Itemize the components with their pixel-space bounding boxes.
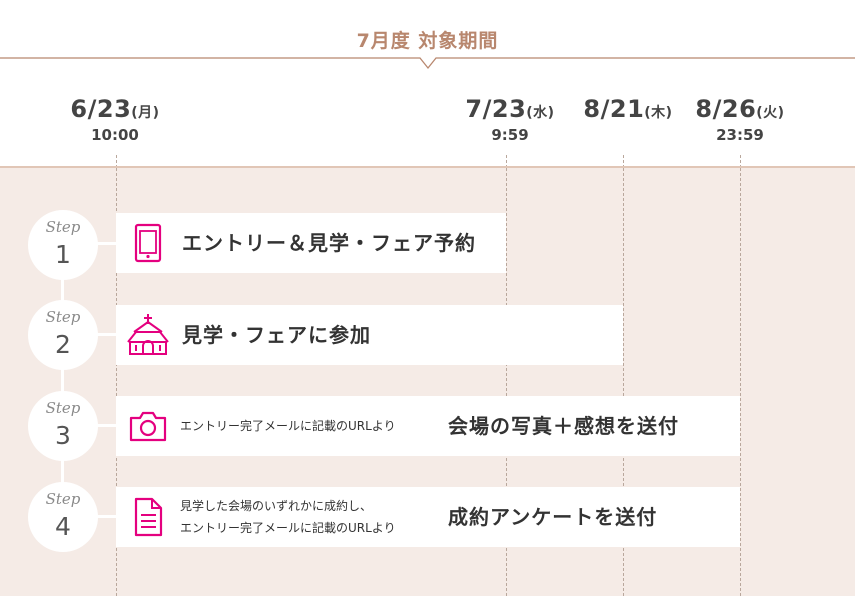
step3-word: Step xyxy=(45,399,81,417)
step4-number: 4 xyxy=(55,512,71,541)
date-step1-end-day: 7/23 xyxy=(465,95,527,123)
document-icon xyxy=(128,497,168,537)
date-step1-end: 7/23(水) 9:59 xyxy=(450,95,570,144)
step4-note-line1: 見学した会場のいずれかに成約し、 xyxy=(180,499,373,513)
date-final-end-day: 8/26 xyxy=(695,95,757,123)
period-bracket-line xyxy=(0,57,855,70)
camera-icon xyxy=(128,406,168,446)
step3-bar: エントリー完了メールに記載のURLより 会場の写真＋感想を送付 xyxy=(116,396,740,456)
step3-label: 会場の写真＋感想を送付 xyxy=(448,414,679,438)
step1-badge: Step 1 xyxy=(28,210,98,280)
header-divider xyxy=(0,166,855,168)
step3-note-line: エントリー完了メールに記載のURLより xyxy=(180,419,396,433)
step3-number: 3 xyxy=(55,421,71,450)
chapel-icon xyxy=(127,314,169,355)
step2-word: Step xyxy=(45,308,81,326)
timeline-start-line xyxy=(116,168,117,596)
step2-bar: 見学・フェアに参加 xyxy=(116,305,623,365)
step4-label: 成約アンケートを送付 xyxy=(448,505,658,529)
date-start-weekday: (月) xyxy=(131,105,160,121)
step1-number: 1 xyxy=(55,240,71,269)
date-step2-end-day: 8/21 xyxy=(583,95,645,123)
step4-note: 見学した会場のいずれかに成約し、 エントリー完了メールに記載のURLより xyxy=(180,495,396,539)
date-start-day: 6/23 xyxy=(70,95,132,123)
step1-bar: エントリー＆見学・フェア予約 xyxy=(116,213,506,273)
step4-word: Step xyxy=(45,490,81,508)
date-final-end-weekday: (火) xyxy=(756,105,785,121)
step4-bar: 見学した会場のいずれかに成約し、 エントリー完了メールに記載のURLより 成約ア… xyxy=(116,487,740,547)
timeline-step1-end-line xyxy=(506,168,507,596)
step2-number: 2 xyxy=(55,330,71,359)
date-start: 6/23(月) 10:00 xyxy=(55,95,175,144)
date-final-end-time: 23:59 xyxy=(716,126,764,144)
date-step2-end-weekday: (木) xyxy=(644,105,673,121)
period-title: 7月度 対象期間 xyxy=(356,30,499,52)
step1-label: エントリー＆見学・フェア予約 xyxy=(182,231,476,255)
date-final-end: 8/26(火) 23:59 xyxy=(680,95,800,144)
timeline-step2-end-line xyxy=(623,168,624,596)
step1-word: Step xyxy=(45,218,81,236)
step3-note: エントリー完了メールに記載のURLより xyxy=(180,415,396,437)
smartphone-icon xyxy=(128,223,168,263)
step3-badge: Step 3 xyxy=(28,391,98,461)
step2-badge: Step 2 xyxy=(28,300,98,370)
period-header: 7月度 対象期間 6/23(月) 10:00 7/23(水) 9:59 8/21… xyxy=(0,0,855,168)
date-step2-end: 8/21(木) xyxy=(568,95,688,123)
step2-label: 見学・フェアに参加 xyxy=(182,323,371,347)
date-step1-end-time: 9:59 xyxy=(491,126,529,144)
step4-note-line2: エントリー完了メールに記載のURLより xyxy=(180,521,396,535)
timeline-final-end-line xyxy=(740,168,741,596)
date-start-time: 10:00 xyxy=(91,126,139,144)
date-step1-end-weekday: (水) xyxy=(526,105,555,121)
step4-badge: Step 4 xyxy=(28,482,98,552)
